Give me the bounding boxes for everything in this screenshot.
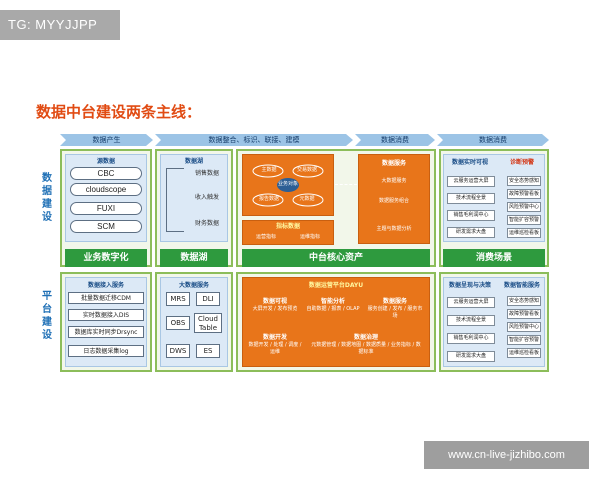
ingest-item-0: 批量数据迁移CDM [68, 292, 144, 304]
dayu-box [242, 277, 430, 367]
source-head: 源数据 [96, 158, 115, 165]
dayu-cell-3-text: 数据开发 / 处理 / 调度 / 运维 [248, 342, 302, 355]
consume-top-item-2: 销售毛利润中心 [447, 210, 495, 221]
consume-top-item2-0: 安全态势感知 [507, 176, 541, 186]
consume-top-item2-3: 智能扩容预警 [507, 215, 541, 225]
bigdata-mrs: MRS [166, 292, 190, 306]
pill-scm: SCM [70, 220, 142, 233]
dayu-cell-3-head: 数据开发 [262, 334, 287, 341]
dayu-cell-4-text: 元数据管理 / 数据地图 / 数据质量 / 业务指标 / 数据标准 [311, 342, 421, 355]
core-node-report [252, 193, 284, 207]
consume-bottom-item-2: 销售毛利润中心 [447, 333, 495, 344]
core-dataset-item-0: 运营指标 [255, 234, 276, 240]
core-service-item-2: 数据服务组合 [378, 198, 409, 204]
core-node-trade [292, 164, 324, 178]
arrow-data-integrate: 数据整合、标识、联接、建模 [155, 134, 353, 146]
consume-top-item2-1: 故障预警看板 [507, 189, 541, 199]
arrow-data-consume: 数据消费 [355, 134, 435, 146]
dayu-cell-2-head: 数据服务 [382, 298, 407, 305]
label-data-lake: 数据湖 [160, 249, 228, 267]
dayu-cell-1-text: 自助数据 / 报表 / OLAP [306, 306, 360, 312]
bigdata-cloudtable: Cloud Table [194, 313, 222, 333]
dayu-cell-2-text: 服务创建 / 发布 / 服务市场 [367, 306, 423, 319]
arrow-data-produce: 数据产生 [60, 134, 153, 146]
consume-bottom-item-0: 云服务运营大屏 [447, 297, 495, 308]
dayu-cell-1-head: 智能分析 [320, 298, 345, 305]
core-object-graph [252, 164, 324, 207]
consume-bottom-item2-3: 智能扩容预警 [507, 335, 541, 345]
lake-item-finance: 财务数据 [194, 220, 219, 227]
ingest-item-3: 日志数据采集log [68, 345, 144, 357]
consume-bottom-item2-4: 运维巡检看板 [507, 348, 541, 358]
core-service-item-0: 大数据服务 [381, 178, 407, 184]
consume-bottom-item-3: 研发需求大盘 [447, 351, 495, 362]
consume-top-item-3: 研发需求大盘 [447, 227, 495, 238]
consume-bottom-item-1: 技术流程全景 [447, 315, 495, 326]
core-dataset-box [242, 220, 334, 245]
consume-bottom-head: 数据呈现与决策 [448, 282, 491, 289]
dayu-cell-4-head: 数据治理 [353, 334, 378, 341]
core-service-head: 数据服务 [381, 160, 406, 167]
label-core-assets: 中台核心资产 [242, 249, 430, 267]
consume-top-item-1: 技术流程全景 [447, 193, 495, 204]
lake-bracket [166, 168, 184, 232]
core-service-item-1: 主题与数据分析 [376, 226, 412, 232]
consume-top-item2-4: 运维巡检看板 [507, 228, 541, 238]
consume-bottom-item2-1: 故障预警看板 [507, 309, 541, 319]
bigdata-head: 大数据服务 [178, 282, 209, 289]
side-label-platform: 平台建设 [42, 291, 52, 341]
consume-top-item2-2: 风险预警中心 [507, 202, 541, 212]
source-tag: TG: MYYJJPP [0, 10, 120, 40]
core-node-report-label: 报告数据 [258, 196, 279, 202]
bigdata-dli: DLI [196, 292, 220, 306]
bigdata-es: ES [196, 344, 220, 358]
consume-bottom-item2-2: 风险预警中心 [507, 322, 541, 332]
lake-item-revenue: 收入触发 [194, 194, 219, 201]
ingest-item-2: 数据库实时同步Drsync [68, 326, 144, 338]
core-dataset-item-1: 运维指标 [299, 234, 320, 240]
consume-top-head2: 诊断预警 [509, 159, 534, 166]
dayu-cell-0-text: 大屏开发 / 发布预览 [252, 306, 298, 312]
side-label-data: 数据建设 [42, 173, 52, 223]
dayu-head: 数据运营平台DAYU [308, 282, 364, 289]
bigdata-dws: DWS [166, 344, 190, 358]
core-node-master-label: 主数据 [261, 167, 277, 173]
bigdata-obs: OBS [166, 316, 190, 330]
pill-cloudscope: cloudscope [70, 183, 142, 196]
consume-top-head: 数据实时可视 [451, 159, 488, 166]
core-node-trade-label: 交易数据 [296, 167, 317, 173]
pill-cbc: CBC [70, 167, 142, 180]
core-node-master [252, 164, 284, 178]
arrow-data-consume-2: 数据消费 [437, 134, 549, 146]
core-node-meta-label: 元数据 [299, 196, 315, 202]
consume-bottom-head2: 数据智能服务 [503, 282, 540, 289]
core-connector [335, 184, 357, 185]
lake-item-sales: 销售数据 [194, 170, 219, 177]
label-consume-scene: 消费场景 [443, 249, 545, 267]
core-node-meta [292, 193, 324, 207]
consume-bottom-item2-0: 安全态势感知 [507, 296, 541, 306]
watermark: www.cn-live-jizhibo.com [424, 441, 589, 469]
consume-top-item-0: 云服务运营大屏 [447, 176, 495, 187]
core-dataset-head: 指标数据 [275, 223, 300, 230]
page-title: 数据中台建设两条主线： [36, 103, 202, 121]
core-center-node [277, 178, 299, 192]
core-center-label: 业务对象 [277, 181, 298, 187]
core-service-box [358, 154, 430, 244]
dayu-cell-0-head: 数据可视 [262, 298, 287, 305]
ingest-item-1: 实时数据接入DIS [68, 309, 144, 321]
label-business-digital: 业务数字化 [65, 249, 147, 267]
pill-fuxi: FUXI [70, 202, 142, 215]
lake-head: 数据湖 [184, 158, 203, 165]
ingest-head: 数据接入服务 [87, 282, 124, 289]
